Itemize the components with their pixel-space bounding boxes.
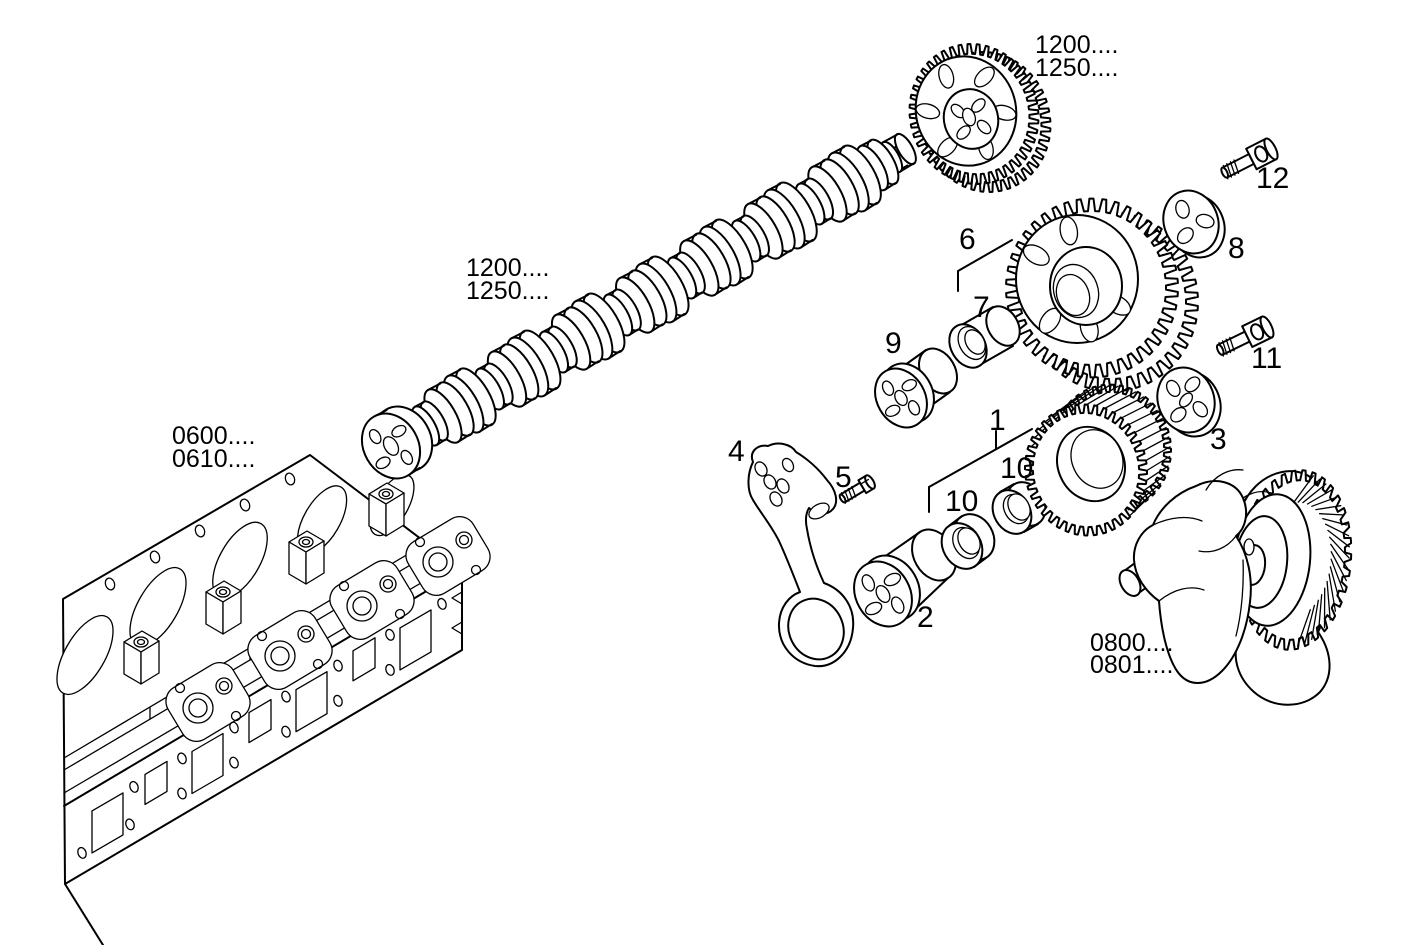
bushing-7 (948, 305, 1021, 369)
label-camgear-line1: 1200.... (1035, 31, 1118, 59)
callout-2: 2 (917, 601, 934, 634)
section-labels: 1200.... 1250.... 1200.... 1250.... 0600… (172, 31, 1173, 679)
label-camshaft-line2: 1250.... (466, 277, 549, 305)
label-crank-line2: 0801.... (1090, 651, 1173, 679)
timing-gear-6 (1005, 197, 1199, 393)
callout-12: 12 (1256, 162, 1289, 195)
callout-6-leader (957, 239, 1013, 292)
spacer-ring-10a (940, 513, 996, 570)
idler-gear-1 (1024, 383, 1172, 537)
label-camgear-line2: 1250.... (1035, 54, 1118, 82)
label-head-line2: 0610.... (172, 445, 255, 473)
flanged-hub-9 (874, 347, 958, 429)
camshaft-timing-gear (908, 43, 1052, 193)
callout-11: 11 (1251, 342, 1282, 375)
cylinder-head (56, 454, 491, 945)
flanged-hub-2 (853, 528, 957, 628)
callout-numbers: 1 2 3 4 5 6 7 8 9 10 10 11 12 (728, 162, 1289, 634)
thrust-plate-3 (1156, 366, 1222, 438)
callout-9: 9 (885, 327, 902, 360)
callout-1-leader (928, 428, 1033, 513)
callout-7: 7 (973, 291, 990, 324)
thrust-plate-8 (1162, 189, 1226, 259)
callout-4: 4 (728, 435, 745, 468)
callout-1: 1 (989, 404, 1006, 437)
adjusting-lever-4 (747, 442, 855, 668)
label-camshaft-line1: 1200.... (466, 254, 549, 282)
label-head-line1: 0600.... (172, 422, 255, 450)
crankshaft (1118, 469, 1353, 706)
camshaft (360, 132, 917, 480)
callout-10a: 10 (945, 485, 978, 518)
callout-3: 3 (1210, 423, 1227, 456)
callout-5: 5 (835, 461, 852, 494)
callout-8: 8 (1228, 232, 1245, 265)
callout-6: 6 (959, 223, 976, 256)
callout-10b: 10 (1000, 452, 1033, 485)
label-crank-line1: 0800.... (1090, 629, 1173, 657)
